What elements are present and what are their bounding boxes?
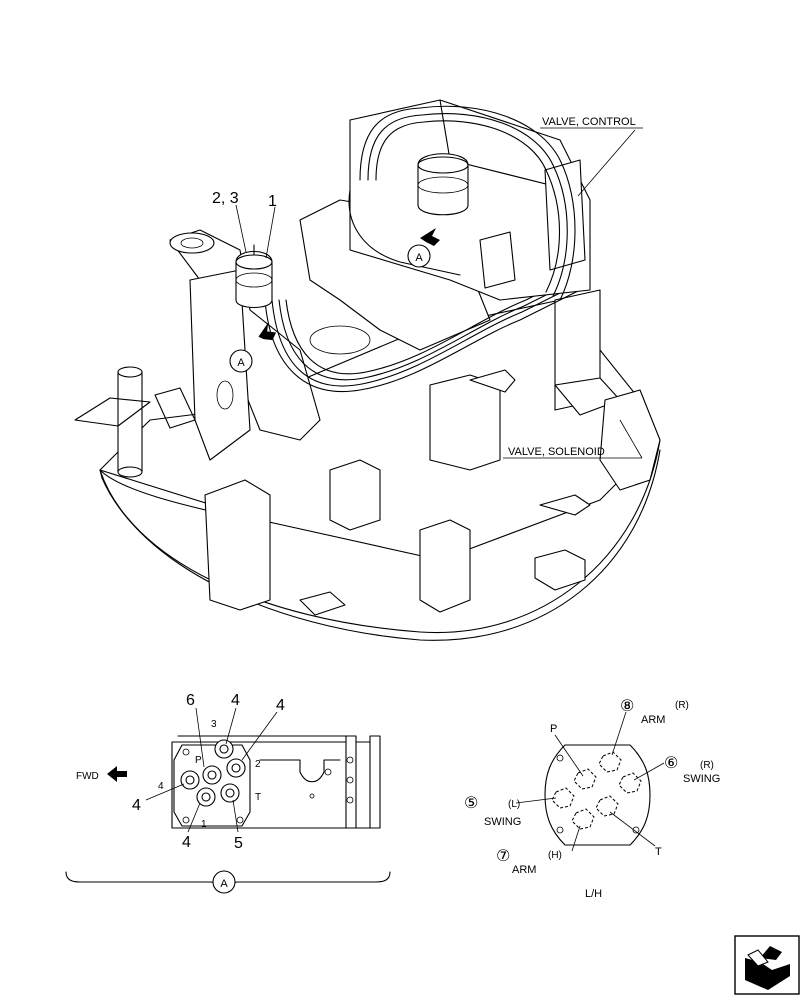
port-diagram-arm-h: ARM — [512, 864, 536, 876]
port-diagram-l: (L) — [508, 799, 520, 810]
fwd-label: FWD — [76, 771, 99, 782]
detail-callout-4-right: 4 — [276, 697, 285, 714]
detail-callout-5: 5 — [234, 835, 243, 852]
view-a-marker-right: A — [407, 244, 431, 268]
leader-detail-6 — [195, 707, 205, 768]
leader-valve-control — [577, 129, 636, 197]
port-number-1: 1 — [201, 819, 207, 830]
leader-port-6 — [633, 762, 665, 781]
leader-detail-4-bottom — [187, 802, 201, 833]
port-diagram-arm-r: ARM — [641, 714, 665, 726]
port-diagram-h: (H) — [548, 850, 562, 861]
leader-valve-solenoid — [619, 419, 643, 459]
svg-text:A: A — [415, 252, 423, 264]
label-valve-control: VALVE, CONTROL — [542, 116, 636, 128]
leader-detail-4a — [225, 707, 237, 745]
port-diagram-t: T — [655, 846, 662, 858]
port-diagram-7: ⑦ — [496, 848, 510, 865]
detail-callout-4-bottom: 4 — [182, 834, 191, 851]
leader-item-1 — [265, 206, 276, 259]
detail-a-circle-label: A — [220, 878, 228, 890]
label-valve-solenoid: VALVE, SOLENOID — [508, 446, 605, 458]
callout-item-1: 1 — [268, 193, 277, 210]
detail-callout-4-left: 4 — [132, 797, 141, 814]
port-diagram-5: ⑤ — [464, 795, 478, 812]
port-number-4: 4 — [158, 781, 164, 792]
detail-callout-4-top: 4 — [231, 692, 240, 709]
port-letter-t: T — [255, 792, 261, 803]
leader-detail-4-left — [145, 783, 185, 801]
port-diagram-r2: (R) — [700, 760, 714, 771]
leader-detail-4b — [241, 711, 278, 761]
detail-callout-6: 6 — [186, 692, 195, 709]
port-diagram-6: ⑥ — [664, 755, 678, 772]
detail-a-circle — [212, 870, 236, 894]
port-number-2: 2 — [255, 759, 261, 770]
leader-detail-5 — [232, 799, 239, 833]
detail-a-view — [171, 735, 381, 829]
leader-port-8 — [611, 711, 627, 756]
port-letter-p: P — [195, 755, 202, 766]
port-diagram-swing-r: SWING — [683, 773, 720, 785]
port-number-3: 3 — [211, 719, 217, 730]
next-page-icon[interactable] — [734, 935, 800, 995]
leader-port-5 — [515, 797, 557, 804]
svg-text:A: A — [237, 357, 245, 369]
port-diagram-swing-l: SWING — [484, 816, 521, 828]
port-layout-diagram — [544, 744, 651, 846]
leader-port-t — [609, 811, 656, 847]
port-diagram-p: P — [550, 723, 557, 735]
view-a-marker-left: A — [229, 349, 253, 373]
callout-item-2-3: 2, 3 — [212, 190, 239, 207]
leader-item-23 — [235, 204, 247, 253]
port-diagram-lh: L/H — [585, 888, 602, 900]
port-diagram-r1: (R) — [675, 700, 689, 711]
leader-port-p — [554, 734, 584, 777]
fwd-arrow-icon — [107, 766, 127, 782]
upper-frame-drawing — [74, 99, 661, 641]
port-diagram-8: ⑧ — [620, 698, 634, 715]
leader-port-7 — [571, 825, 581, 852]
